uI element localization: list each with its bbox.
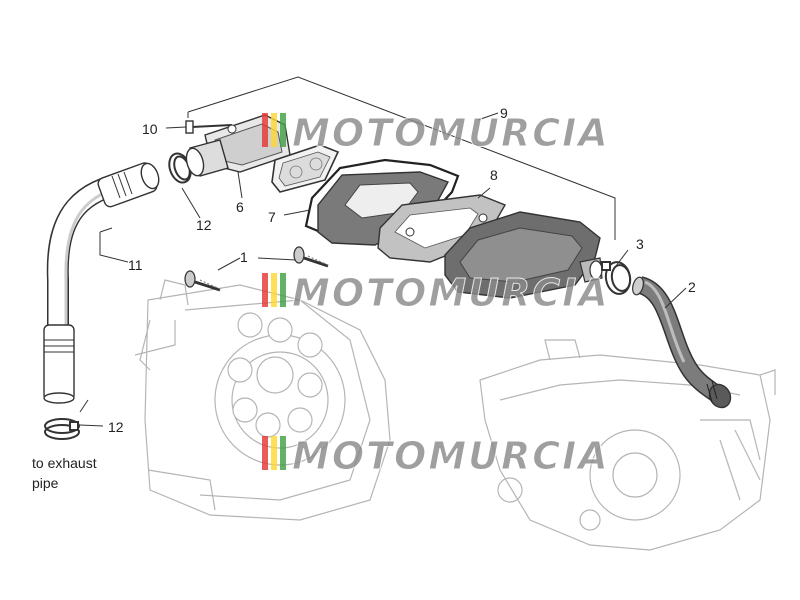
part-9-reed-filter (271, 144, 340, 193)
watermark-bottom: MOTOMURCIA (262, 434, 610, 479)
part-8-reed-valve-plate-b (377, 194, 507, 263)
engine-fan-hub (227, 312, 323, 438)
watermark-text: MOTOMURCIA (292, 111, 610, 155)
watermark-stripe-green (280, 436, 286, 470)
callout-part-7: 7 (268, 209, 276, 225)
engine-crankcase-left-outline (134, 279, 391, 521)
part-3-hose-clamp (601, 261, 632, 295)
watermark-stripe-yellow (271, 113, 277, 147)
caption-line-1: to exhaust (32, 455, 97, 471)
watermark-stripe-red (262, 113, 268, 147)
callout-part-11: 11 (128, 257, 143, 273)
callout-labels: 1 2 3 6 7 8 9 10 11 12 12 (108, 105, 696, 435)
caption-line-2: pipe (32, 475, 59, 491)
group-bracket-lines (99, 76, 616, 271)
watermark-stripe-red (262, 436, 268, 470)
callout-part-9: 9 (500, 105, 508, 121)
watermark-middle: MOTOMURCIA (262, 271, 610, 316)
watermark-stripe-yellow (271, 273, 277, 307)
leader-lines (79, 112, 687, 427)
callout-part-8: 8 (490, 167, 498, 183)
watermark-stripe-green (280, 113, 286, 147)
watermark-text: MOTOMURCIA (292, 271, 610, 315)
callout-part-10: 10 (142, 121, 158, 137)
watermark-stripe-green (280, 273, 286, 307)
part-11-exhaust-pipe (43, 162, 160, 404)
watermark-text: MOTOMURCIA (292, 434, 610, 478)
watermark-stripe-red (262, 273, 268, 307)
exhaust-caption: to exhaust pipe (32, 455, 97, 491)
part-1-bolt-left (184, 270, 223, 292)
part-12-hose-clamp-lower (44, 418, 80, 440)
callout-part-2: 2 (688, 279, 696, 295)
part-8-intake-manifold (444, 211, 603, 299)
watermark-top: MOTOMURCIA (262, 111, 610, 156)
callout-part-6: 6 (236, 199, 244, 215)
watermark-stripe-yellow (271, 436, 277, 470)
callout-part-1: 1 (240, 249, 248, 265)
callout-part-12-upper: 12 (196, 217, 212, 233)
part-1-bolt-right (293, 246, 331, 268)
part-2-bent-hose (632, 276, 732, 409)
callout-part-3: 3 (636, 236, 644, 252)
callout-part-12-lower: 12 (108, 419, 124, 435)
